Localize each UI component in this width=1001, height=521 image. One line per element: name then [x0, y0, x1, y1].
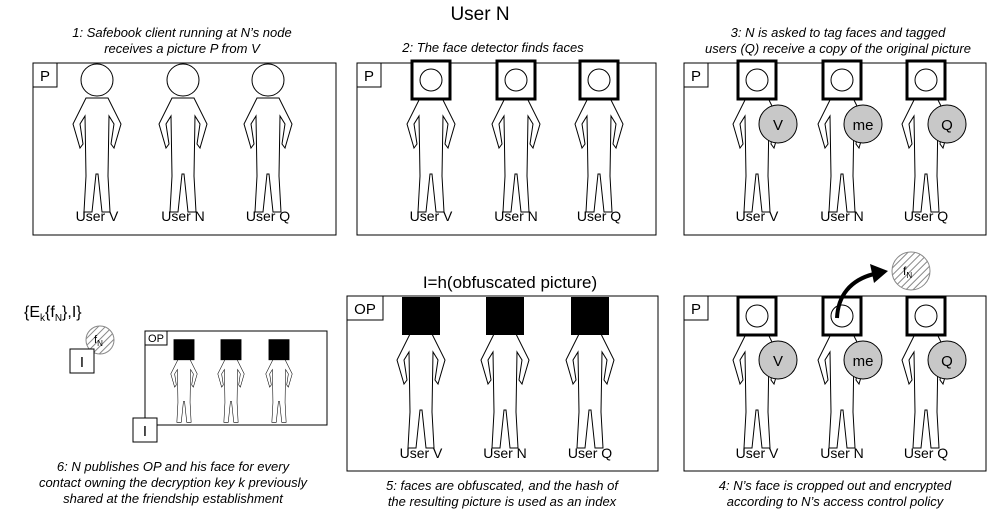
tag-me-label: me: [853, 117, 874, 134]
step6-caption-line3: shared at the friendship establishment: [63, 491, 284, 506]
obfuscated-label: OP: [354, 301, 376, 318]
encrypted-bundle-label: {Ek{fN},I}: [24, 304, 82, 324]
crop-arrow-head: [870, 264, 888, 283]
user-n-label: User N: [494, 208, 538, 224]
tag-circle-v: [758, 340, 798, 380]
diagram-title: User N: [450, 4, 509, 25]
picture-label: P: [691, 301, 701, 318]
user-n-label: User N: [820, 445, 864, 461]
picture-label-box: [356, 62, 382, 88]
index-box: [69, 348, 95, 374]
picture-label: P: [691, 68, 701, 85]
picture-label: P: [40, 68, 50, 85]
user-v-label: User V: [736, 445, 779, 461]
user-v-label: User V: [400, 445, 443, 461]
user-v-label: User V: [736, 208, 779, 224]
published-op-label: OP: [148, 333, 164, 345]
step2-caption: 2: The face detector finds faces: [401, 40, 584, 55]
step1-caption-line2: receives a picture P from V: [104, 41, 261, 56]
step6-caption-line2: contact owning the decryption key k prev…: [39, 475, 309, 490]
tag-q-label: Q: [941, 353, 953, 370]
user-v-label: User V: [76, 208, 119, 224]
user-n-label: User N: [161, 208, 205, 224]
tag-v-label: V: [773, 117, 783, 134]
step5-caption-line1: 5: faces are obfuscated, and the hash of: [386, 478, 619, 493]
user-q-label: User Q: [577, 208, 621, 224]
tag-me-label: me: [853, 353, 874, 370]
panel-step2: 2: The face detector finds faces P User …: [356, 40, 657, 236]
tag-v-label: V: [773, 353, 783, 370]
panel-step3: 3: N is asked to tag faces and tagged us…: [683, 25, 987, 236]
step4-caption-line2: according to N’s access control policy: [727, 494, 945, 509]
published-index-box: [132, 417, 158, 443]
tag-circle-q: [927, 340, 967, 380]
user-n-label: User N: [483, 445, 527, 461]
step6-caption-line1: 6: N publishes OP and his face for every: [57, 459, 291, 474]
panel-step6: {Ek{fN},I} fN I OP I 6: N publishes OP a…: [24, 304, 328, 506]
picture-label: P: [364, 68, 374, 85]
crop-arrow: [835, 272, 875, 319]
user-q-label: User Q: [568, 445, 612, 461]
user-v-label: User V: [410, 208, 453, 224]
picture-label-box: [683, 62, 709, 88]
panel-step1: 1: Safebook client running at N’s node r…: [32, 25, 337, 236]
picture-label-box: [683, 295, 709, 321]
panel-step5: I=h(obfuscated picture) OP User V User N…: [346, 273, 659, 509]
user-q-label: User Q: [904, 445, 948, 461]
cropped-face-label: fN: [903, 264, 912, 280]
user-q-label: User Q: [904, 208, 948, 224]
published-index-label: I: [143, 423, 147, 440]
step5-caption-line2: the resulting picture is used as an inde…: [388, 494, 617, 509]
hash-formula: I=h(obfuscated picture): [423, 273, 597, 292]
tag-circle-v: [758, 104, 798, 144]
obfuscated-label-box: [346, 295, 384, 321]
tag-circle-q: [927, 104, 967, 144]
user-n-label: User N: [820, 208, 864, 224]
panel-step4: P V me Q User V User N User Q fN 4: N’s …: [683, 251, 987, 509]
step1-caption-line1: 1: Safebook client running at N’s node: [72, 25, 291, 40]
tag-q-label: Q: [941, 117, 953, 134]
published-op-label-box: [144, 330, 168, 346]
step3-caption-line2: users (Q) receive a copy of the original…: [705, 41, 971, 56]
picture-label-box: [32, 62, 58, 88]
face-circle: [85, 325, 115, 355]
tag-circle-me: [843, 340, 883, 380]
face-circle-label: fN: [94, 334, 103, 348]
step4-caption-line1: 4: N’s face is cropped out and encrypted: [719, 478, 952, 493]
step3-caption-line1: 3: N is asked to tag faces and tagged: [731, 25, 946, 40]
tag-circle-me: [843, 104, 883, 144]
index-label: I: [80, 354, 84, 371]
cropped-face-circle: [891, 251, 931, 291]
user-q-label: User Q: [246, 208, 290, 224]
